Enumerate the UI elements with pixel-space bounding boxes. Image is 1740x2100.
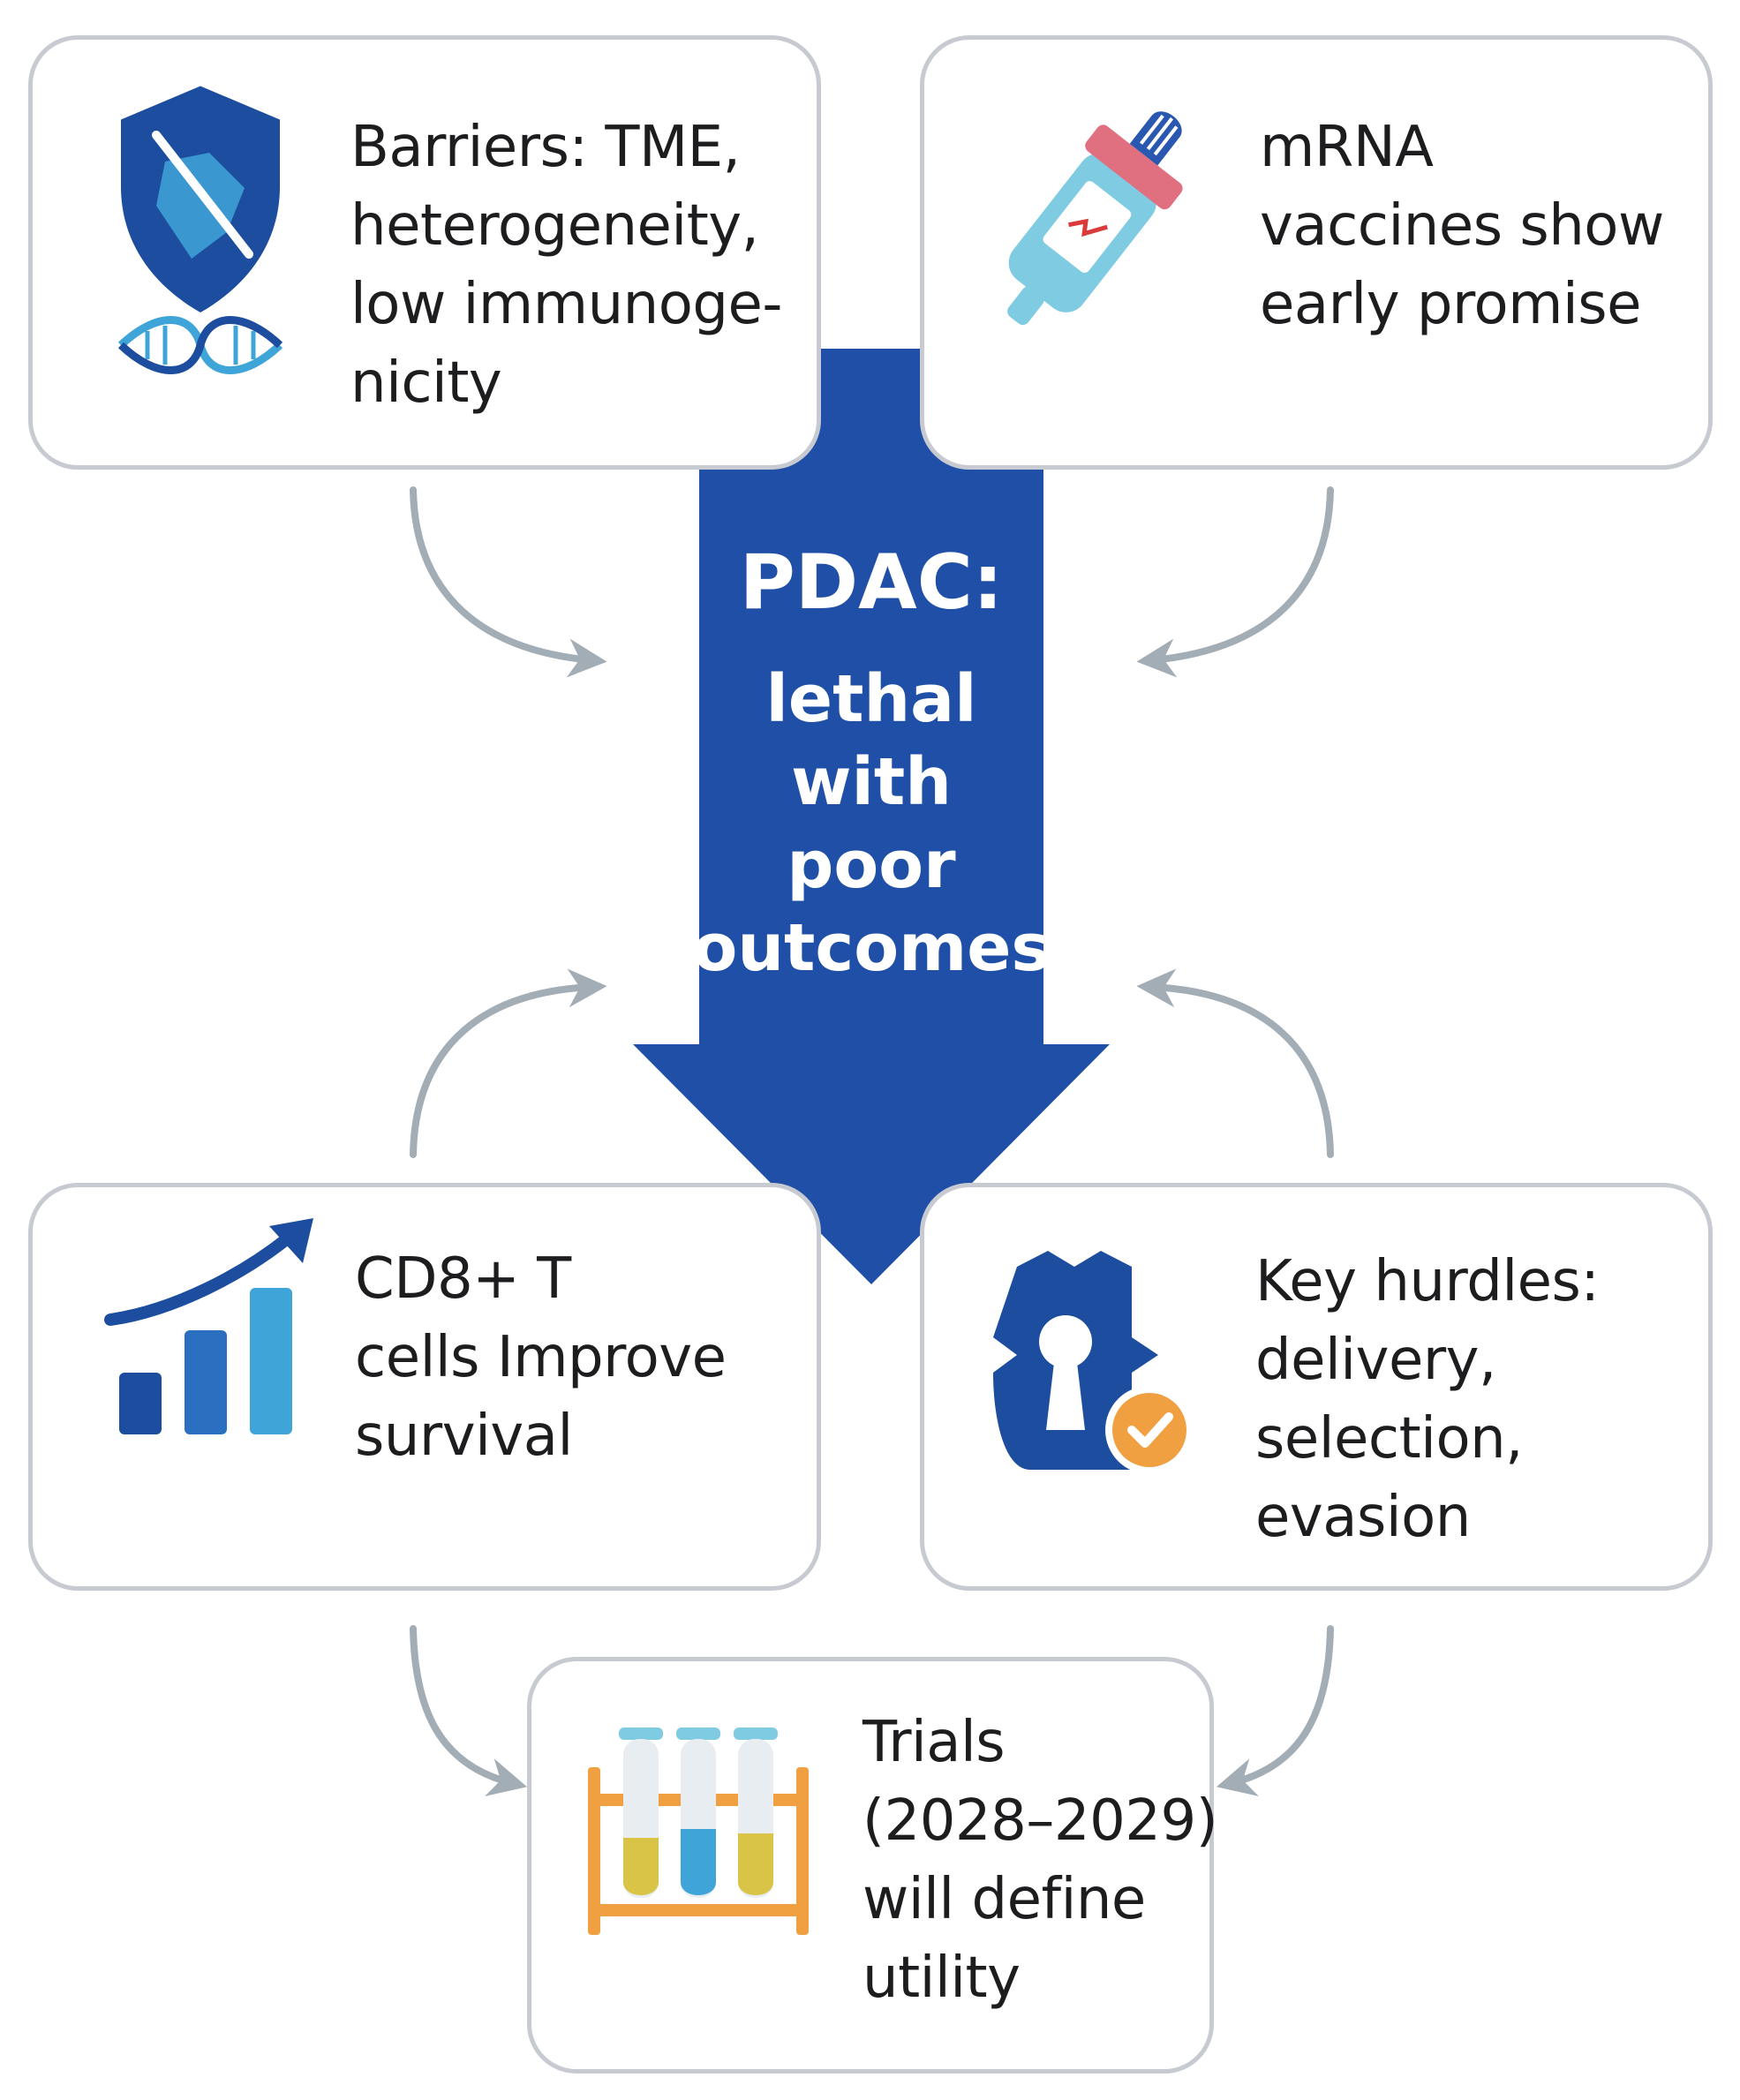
- center-line: with: [791, 744, 952, 820]
- cd8-line: CD8+ T: [355, 1246, 571, 1312]
- card-barriers: Barriers: TME, heterogeneity, low immuno…: [28, 35, 821, 470]
- shield-dna-icon: [117, 86, 283, 374]
- connector-hurdles-to-center: [1136, 968, 1334, 1158]
- hurdles-line: evasion: [1255, 1485, 1471, 1550]
- connector-barriers-to-center: [410, 486, 607, 678]
- mrna-line: early promise: [1260, 272, 1641, 337]
- connector-cd8-to-center: [410, 968, 607, 1158]
- growth-chart-icon: [104, 1218, 313, 1434]
- vaccine-vial-icon: [1007, 111, 1183, 326]
- center-lines: lethal with poor outcomes: [659, 658, 1083, 990]
- mrna-line: vaccines show: [1260, 193, 1664, 259]
- card-trials: Trials (2028–2029) will define utility: [527, 1657, 1218, 2074]
- cd8-line: survival: [355, 1404, 573, 1469]
- connector-hurdles-to-trials: [1216, 1625, 1334, 1796]
- keyhole-shield-check-icon: [993, 1251, 1194, 1474]
- center-line: poor: [787, 827, 956, 903]
- barriers-line: nicity: [350, 350, 502, 416]
- barriers-line: low immunoge-: [350, 272, 782, 337]
- mrna-line: mRNA: [1260, 115, 1434, 180]
- hurdles-text: Key hurdles: delivery, selection, evasio…: [1255, 1243, 1600, 1557]
- cd8-text: CD8+ T cells Improve survival: [355, 1240, 727, 1476]
- trials-line: utility: [862, 1946, 1021, 2011]
- cd8-line: cells Improve: [355, 1325, 727, 1390]
- card-mrna: mRNA vaccines show early promise: [920, 35, 1713, 470]
- hurdles-line: delivery,: [1255, 1328, 1496, 1393]
- mrna-text: mRNA vaccines show early promise: [1260, 109, 1664, 344]
- trials-line: will define: [862, 1867, 1146, 1932]
- trials-line: Trials: [862, 1710, 1006, 1775]
- barriers-line: heterogeneity,: [350, 193, 759, 259]
- barriers-line: Barriers: TME,: [350, 115, 741, 180]
- center-line: outcomes: [692, 910, 1051, 986]
- card-cd8: CD8+ T cells Improve survival: [28, 1183, 821, 1591]
- trials-line: (2028–2029): [862, 1788, 1218, 1854]
- trials-text: Trials (2028–2029) will define utility: [862, 1704, 1218, 2018]
- center-title: PDAC:: [739, 538, 1004, 627]
- connector-mrna-to-center: [1136, 486, 1334, 678]
- hurdles-line: selection,: [1255, 1406, 1524, 1472]
- hurdles-line: Key hurdles:: [1255, 1249, 1600, 1314]
- test-tubes-icon: [588, 1727, 809, 1935]
- card-hurdles: Key hurdles: delivery, selection, evasio…: [920, 1183, 1713, 1591]
- barriers-text: Barriers: TME, heterogeneity, low immuno…: [350, 109, 782, 423]
- connector-cd8-to-trials: [410, 1625, 528, 1796]
- center-line: lethal: [765, 661, 977, 737]
